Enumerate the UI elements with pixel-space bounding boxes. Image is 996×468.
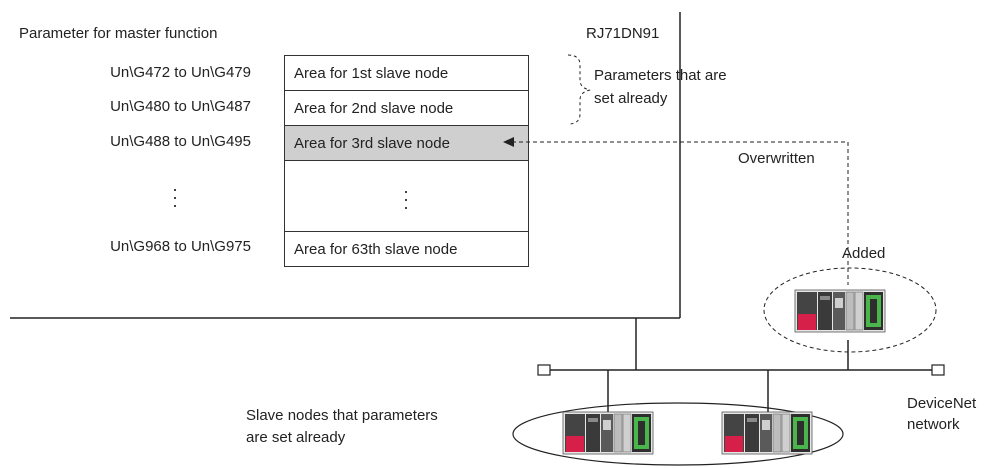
overwrite-arrowhead xyxy=(503,137,514,147)
existing-slaves-ellipse xyxy=(512,402,844,466)
row-label-63: Area for 63th slave node xyxy=(294,240,458,258)
table-row: Area for 1st slave node xyxy=(285,56,528,91)
row-label-2: Area for 2nd slave node xyxy=(294,99,454,117)
table-row: Area for 63th slave node xyxy=(285,231,528,266)
added-slave-plc xyxy=(794,289,886,333)
row-label-1: Area for 1st slave node xyxy=(294,64,449,82)
network-label-line2: network xyxy=(907,416,960,433)
table-ellipsis: ··· xyxy=(403,181,409,217)
added-slave-ellipse xyxy=(763,267,937,353)
parameter-table: Area for 1st slave node Area for 2nd sla… xyxy=(284,55,529,267)
address-ellipsis: ··· xyxy=(172,179,178,215)
slave-nodes-set-already-line2: are set already xyxy=(246,429,346,446)
params-set-already-line1: Parameters that are xyxy=(594,67,727,84)
master-param-title: Parameter for master function xyxy=(19,25,218,42)
terminator-left xyxy=(537,364,551,376)
module-name-label: RJ71DN91 xyxy=(586,25,660,42)
network-label-line1: DeviceNet xyxy=(907,395,977,412)
slave-nodes-set-already-line1: Slave nodes that parameters xyxy=(246,407,438,424)
address-row-1: Un\G472 to Un\G479 xyxy=(110,64,251,81)
brace-dashed xyxy=(567,54,591,125)
table-row-highlighted: Area for 3rd slave node xyxy=(285,126,528,161)
overwritten-label: Overwritten xyxy=(738,150,815,167)
address-row-63: Un\G968 to Un\G975 xyxy=(110,238,251,255)
address-row-3: Un\G488 to Un\G495 xyxy=(110,133,251,150)
existing-slave-plc-1 xyxy=(562,411,654,455)
added-label: Added xyxy=(842,245,886,262)
address-row-2: Un\G480 to Un\G487 xyxy=(110,98,251,115)
row-label-3: Area for 3rd slave node xyxy=(294,134,450,152)
table-row: Area for 2nd slave node xyxy=(285,91,528,126)
existing-slave-plc-2 xyxy=(721,411,813,455)
terminator-right xyxy=(931,364,945,376)
params-set-already-line2: set already xyxy=(594,90,668,107)
